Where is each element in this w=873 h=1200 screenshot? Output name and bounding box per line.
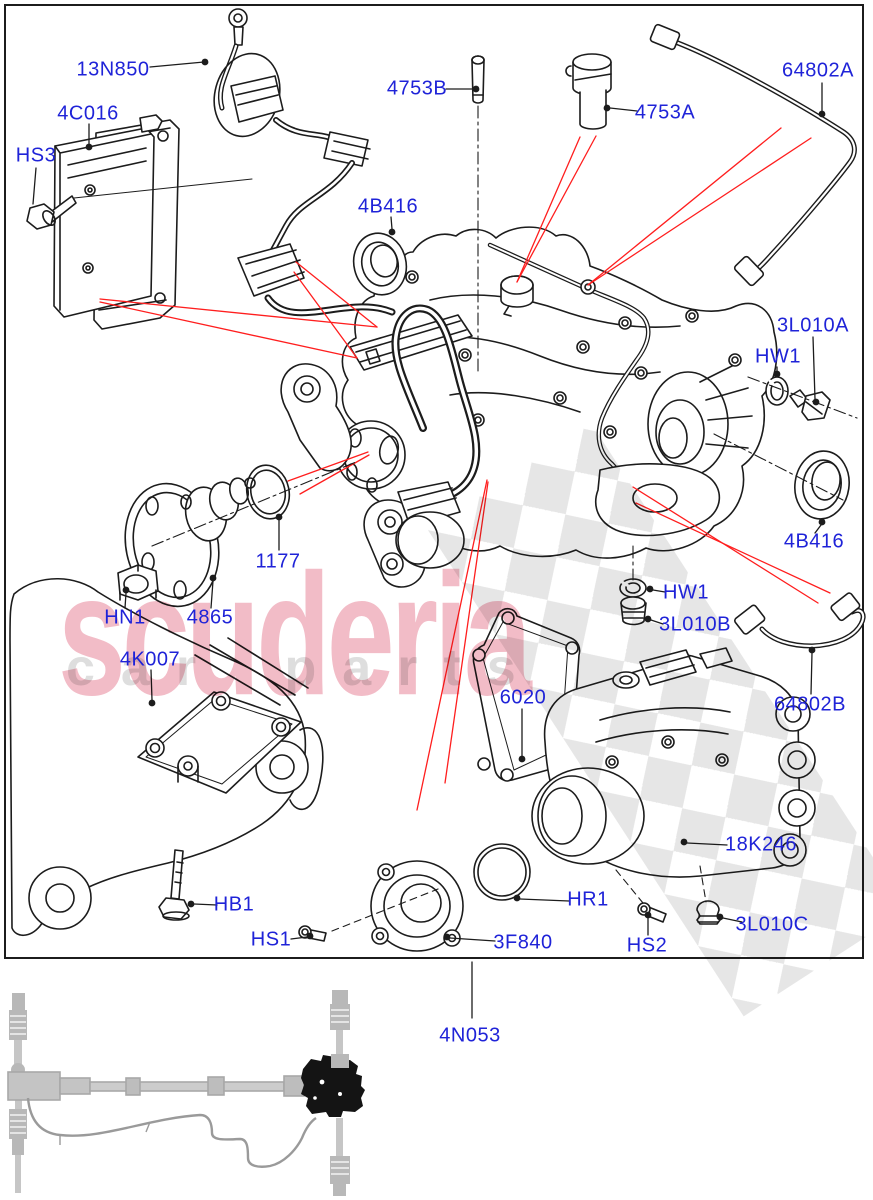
part-label-64802A[interactable]: 64802A <box>782 59 854 82</box>
leader-dot <box>388 228 396 236</box>
red-line <box>587 137 812 286</box>
leader-dot <box>306 932 314 940</box>
red-line <box>287 451 369 482</box>
leader-line <box>124 592 127 609</box>
leader-dot <box>122 586 130 594</box>
part-oring-1177 <box>245 464 291 520</box>
leader-line <box>32 167 37 205</box>
part-seal-4b416-left <box>352 232 408 296</box>
dashdot-line <box>747 376 858 419</box>
part-label-HS3[interactable]: HS3 <box>15 144 57 167</box>
part-label-4B416-left[interactable]: 4B416 <box>357 195 419 218</box>
part-pipe-64802a <box>649 23 857 287</box>
leader-dot <box>187 900 195 908</box>
leader-line <box>812 336 816 400</box>
leader-dot <box>209 574 217 582</box>
leader-dot <box>275 513 283 521</box>
leader-dot <box>472 85 480 93</box>
leader-line <box>150 669 153 701</box>
leader-line <box>609 107 638 112</box>
red-line <box>293 271 358 359</box>
leader-dot <box>812 398 820 406</box>
part-hs3-bolt <box>26 178 253 230</box>
red-line <box>516 135 597 283</box>
part-label-4753B[interactable]: 4753B <box>386 77 448 100</box>
leader-line <box>290 936 308 940</box>
part-label-HN1[interactable]: HN1 <box>104 606 146 629</box>
part-label-4B416-right[interactable]: 4B416 <box>783 530 845 553</box>
part-label-13N850[interactable]: 13N850 <box>76 58 150 81</box>
drivetrain-locator-thumbnail <box>7 990 365 1196</box>
part-label-HR1[interactable]: HR1 <box>567 888 609 911</box>
red-line <box>516 136 581 283</box>
red-line <box>587 127 782 286</box>
dashed-line <box>331 888 439 932</box>
part-label-3F840[interactable]: 3F840 <box>493 931 553 954</box>
leader-dot <box>85 143 93 151</box>
part-ecu-module <box>53 114 180 330</box>
leader-dot <box>201 58 209 66</box>
red-line <box>99 301 358 359</box>
part-label-4C016[interactable]: 4C016 <box>57 102 119 125</box>
part-label-4K007[interactable]: 4K007 <box>119 648 181 671</box>
part-label-4N053[interactable]: 4N053 <box>439 1024 501 1047</box>
part-label-1177[interactable]: 1177 <box>255 550 301 573</box>
red-line <box>295 261 378 328</box>
part-label-3L010C[interactable]: 3L010C <box>735 913 809 936</box>
part-label-HB1[interactable]: HB1 <box>213 893 255 916</box>
part-label-18K246[interactable]: 18K246 <box>725 833 797 856</box>
red-line <box>299 454 370 495</box>
leader-line <box>149 61 205 68</box>
leader-dot <box>818 110 826 118</box>
part-label-3L010A[interactable]: 3L010A <box>777 314 849 337</box>
part-label-HS1[interactable]: HS1 <box>250 928 292 951</box>
leader-line <box>193 903 218 906</box>
part-breather-valve <box>565 53 612 130</box>
dashdot-line <box>151 461 357 547</box>
part-label-6020[interactable]: 6020 <box>499 686 547 709</box>
part-label-HS2[interactable]: HS2 <box>626 934 668 957</box>
leader-line <box>390 216 393 230</box>
part-label-4753A[interactable]: 4753A <box>634 101 696 124</box>
leader-dot <box>603 104 611 112</box>
part-label-4865[interactable]: 4865 <box>186 606 234 629</box>
leader-line <box>210 580 214 609</box>
leader-dot <box>148 699 156 707</box>
leader-dot <box>773 370 781 378</box>
part-label-3L010B[interactable]: 3L010B <box>659 613 731 636</box>
part-label-HW1-center[interactable]: HW1 <box>663 581 709 604</box>
part-plate-4k007 <box>137 691 302 794</box>
part-label-64802B[interactable]: 64802B <box>774 693 846 716</box>
part-label-HW1-right[interactable]: HW1 <box>755 345 801 368</box>
part-hb1-bolt <box>158 849 190 921</box>
